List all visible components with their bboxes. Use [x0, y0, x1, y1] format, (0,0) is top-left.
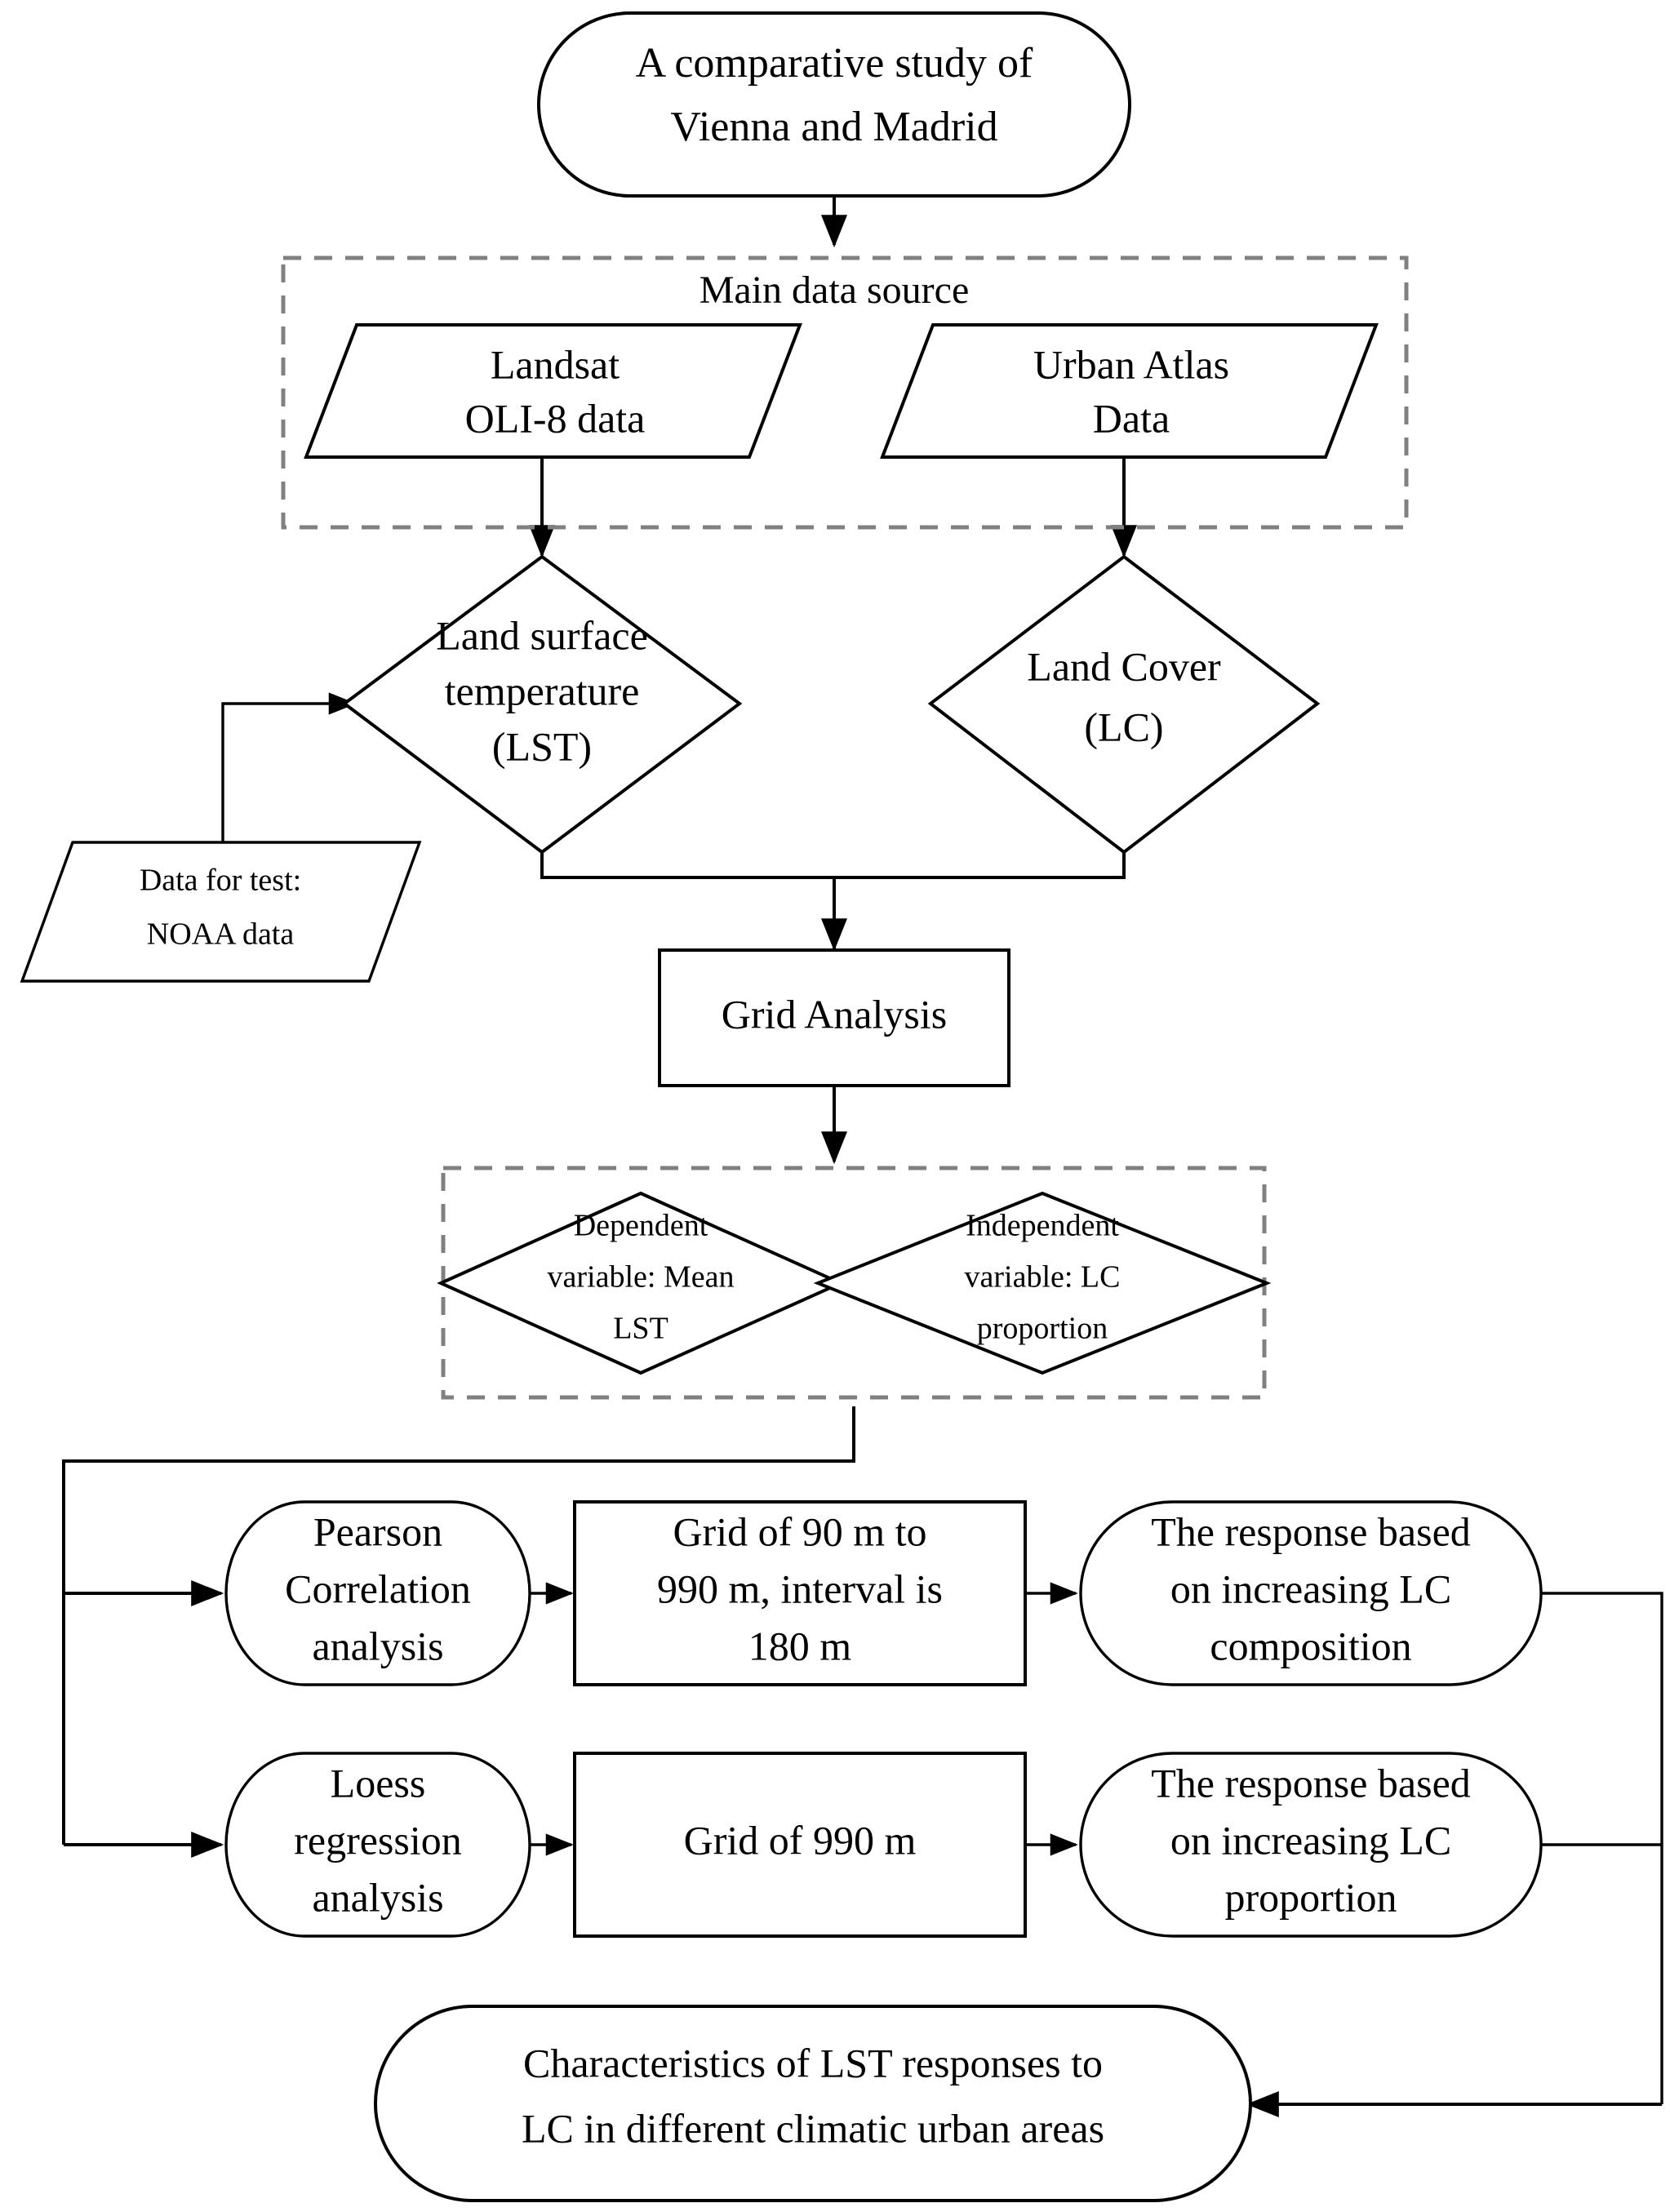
- study-title-line-2: Vienna and Madrid: [670, 104, 997, 150]
- edge-layer: [62, 196, 1663, 2117]
- node-landsat[interactable]: Landsat OLI-8 data: [304, 323, 802, 459]
- node-lst[interactable]: Land surface temperature (LST): [341, 554, 743, 855]
- node-grid-analysis[interactable]: Grid Analysis: [658, 948, 1010, 1087]
- loess-line-3: analysis: [312, 1874, 443, 1920]
- node-loess[interactable]: Loess regression analysis: [224, 1752, 531, 1938]
- edge-response-composition-to-conclusion: [1541, 1592, 1663, 2104]
- loess-line-1: Loess: [331, 1760, 426, 1806]
- pearson-line-2: Correlation: [285, 1566, 471, 1611]
- main-data-source-container: [281, 255, 1409, 530]
- response-proportion-line-1: The response based: [1151, 1760, 1471, 1806]
- response-composition-line-2: on increasing LC: [1170, 1566, 1451, 1611]
- node-grid-range[interactable]: Grid of 90 m to 990 m, interval is 180 m: [573, 1500, 1027, 1686]
- urban-atlas-line-1: Urban Atlas: [1033, 341, 1229, 387]
- noaa-line-2: NOAA data: [147, 917, 295, 952]
- loess-line-2: regression: [294, 1817, 462, 1863]
- dependent-variable-line-3: LST: [613, 1312, 668, 1346]
- node-independent-variable[interactable]: Independent variable: LC proportion: [813, 1191, 1272, 1375]
- node-lc[interactable]: Land Cover (LC): [927, 554, 1321, 855]
- lst-line-3: (LST): [492, 723, 592, 769]
- lst-line-1: Land surface: [436, 612, 648, 658]
- node-grid-990[interactable]: Grid of 990 m: [573, 1752, 1027, 1938]
- pearson-line-3: analysis: [312, 1623, 443, 1668]
- lc-line-1: Land Cover: [1027, 643, 1221, 689]
- node-response-composition[interactable]: The response based on increasing LC comp…: [1079, 1500, 1543, 1686]
- dependent-variable-line-2: variable: Mean: [548, 1260, 735, 1295]
- dependent-variable-line-1: Dependent: [574, 1209, 708, 1243]
- edge-lc-to-grid-analysis: [834, 852, 1126, 879]
- response-composition-line-3: composition: [1210, 1623, 1411, 1668]
- urban-atlas-line-2: Data: [1093, 395, 1170, 441]
- pearson-line-1: Pearson: [313, 1508, 442, 1554]
- independent-variable-line-3: proportion: [977, 1312, 1108, 1346]
- response-proportion-line-3: proportion: [1224, 1874, 1397, 1920]
- edge-noaa-to-lst: [221, 692, 357, 842]
- landsat-line-2: OLI-8 data: [465, 395, 646, 441]
- edge-variables-to-branch: [62, 1406, 855, 1845]
- independent-variable-line-2: variable: LC: [965, 1260, 1121, 1295]
- grid-range-line-3: 180 m: [748, 1623, 852, 1668]
- response-proportion-line-2: on increasing LC: [1170, 1817, 1451, 1863]
- study-title-line-1: A comparative study of: [636, 40, 1033, 87]
- landsat-line-1: Landsat: [491, 341, 620, 387]
- node-response-proportion[interactable]: The response based on increasing LC prop…: [1079, 1752, 1543, 1938]
- node-urban-atlas[interactable]: Urban Atlas Data: [880, 323, 1379, 459]
- conclusion-line-2: LC in different climatic urban areas: [522, 2105, 1104, 2151]
- node-study-title[interactable]: A comparative study of Vienna and Madrid: [537, 11, 1131, 198]
- independent-variable-line-1: Independent: [966, 1209, 1119, 1243]
- lst-line-2: temperature: [445, 668, 640, 713]
- node-dependent-variable[interactable]: Dependent variable: Mean LST: [437, 1191, 845, 1375]
- edge-lst-to-grid-analysis: [540, 852, 834, 879]
- main-data-source-label: Main data source: [700, 269, 970, 312]
- grid-990-label: Grid of 990 m: [684, 1817, 917, 1863]
- grid-range-line-2: 990 m, interval is: [657, 1566, 943, 1611]
- lc-line-2: (LC): [1084, 704, 1163, 749]
- node-conclusion[interactable]: Characteristics of LST responses to LC i…: [374, 2005, 1252, 2202]
- node-noaa[interactable]: Data for test: NOAA data: [20, 841, 422, 983]
- grid-range-line-1: Grid of 90 m to: [673, 1508, 926, 1554]
- noaa-line-1: Data for test:: [140, 864, 301, 898]
- grid-analysis-label: Grid Analysis: [722, 991, 947, 1037]
- response-composition-line-1: The response based: [1151, 1508, 1471, 1554]
- node-pearson[interactable]: Pearson Correlation analysis: [224, 1500, 531, 1686]
- conclusion-line-1: Characteristics of LST responses to: [523, 2040, 1103, 2085]
